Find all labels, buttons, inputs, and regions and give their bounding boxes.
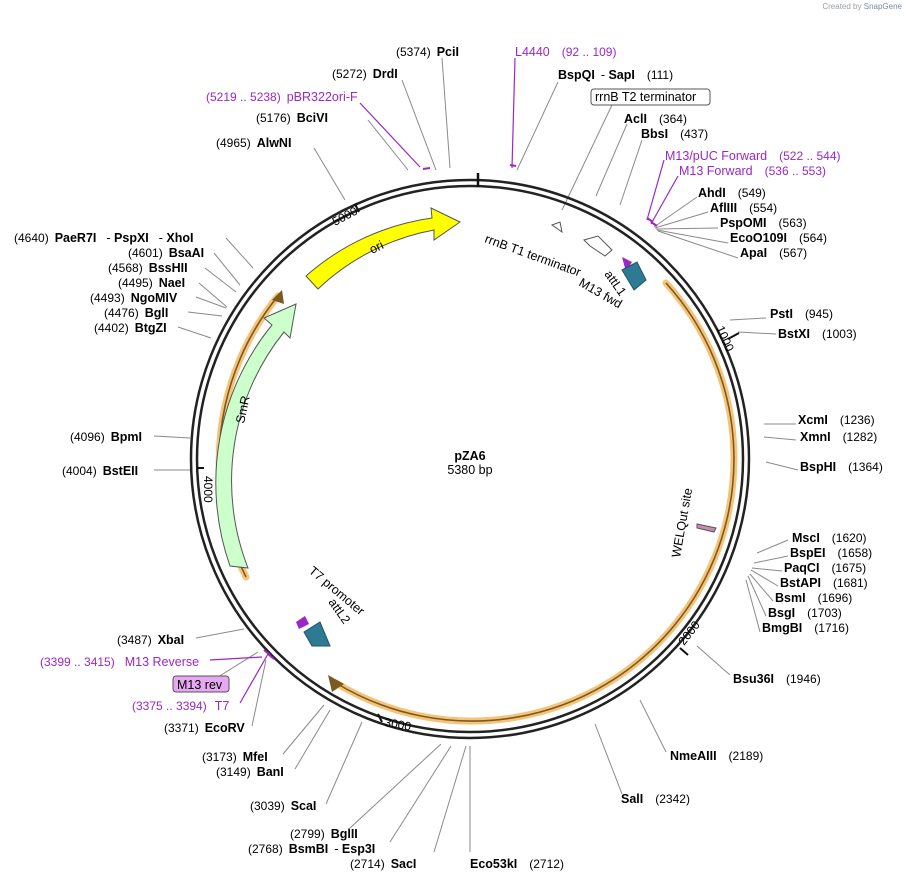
site-bsmbi-esp3i: (2768)BsmBI- Esp3I [248, 842, 375, 856]
site-xcmi: XcmI(1236) [798, 413, 875, 427]
rrnb-t1-label: rrnB T1 terminator [483, 232, 583, 280]
t7-promoter-mark [296, 616, 309, 629]
site-msci: MscI(1620) [792, 531, 866, 545]
site-bbsi: BbsI(437) [641, 127, 708, 141]
site-nmeaiii: NmeAIII(2189) [670, 749, 763, 763]
backbone-outer [189, 178, 751, 740]
m13-rev-label: M13 rev [177, 678, 223, 692]
site-bsaai: (4601)BsaAI [128, 246, 204, 260]
site-mfei: (3173)MfeI [202, 750, 268, 764]
site-eco53ki: Eco53kI(2712) [470, 857, 564, 871]
site-bsu36i: Bsu36I(1946) [733, 672, 821, 686]
attl1-feature [621, 261, 647, 291]
site-ahdi: AhdI(549) [698, 186, 766, 200]
orf-arrowhead-right [328, 675, 344, 692]
site-bsphi: BspHI(1364) [800, 460, 883, 474]
connector-lines [153, 57, 799, 853]
primer-l4440: L4440(92 .. 109) [515, 45, 616, 59]
site-bgli: (4476)BglI [104, 306, 168, 320]
primer-m13-forward: M13 Forward(536 .. 553) [679, 164, 826, 178]
site-naei: (4495)NaeI [118, 276, 185, 290]
site-psti: PstI(945) [770, 307, 833, 321]
site-paer7i-pspxi-xhoi: (4640)PaeR7I- PspXI- XhoI [14, 231, 194, 245]
primer-m13-reverse: (3399 .. 3415)M13 Reverse [40, 655, 199, 669]
site-ecoo109i: EcoO109I(564) [730, 231, 827, 245]
ori-label: ori [367, 238, 386, 257]
site-ngomiv: (4493)NgoMIV [90, 291, 178, 305]
primer-markers [263, 164, 658, 660]
site-bsmi: BsmI(1696) [775, 591, 852, 605]
orf-line-right [335, 282, 735, 722]
site-bstapi: BstAPI(1681) [780, 576, 868, 590]
attl2-feature [303, 621, 331, 647]
plasmid-name: pZA6 [454, 449, 485, 463]
welqut-label: WELQut site [669, 487, 695, 559]
backbone-inner [195, 184, 745, 734]
site-xbai: (3487)XbaI [117, 633, 184, 647]
site-bmgbi: BmgBI(1716) [762, 621, 849, 635]
site-bani: (3149)BanI [216, 765, 284, 779]
smr-label: SmR [233, 395, 252, 425]
site-btgzi: (4402)BtgZI [94, 321, 167, 335]
site-saci: (2714)SacI [350, 857, 416, 871]
site-bspei: BspEI(1658) [790, 546, 872, 560]
site-pcii: (5374)PciI [396, 45, 459, 59]
orf-band-right [332, 279, 738, 725]
site-ecorv: (3371)EcoRV [164, 721, 245, 735]
site-bstxi: BstXI(1003) [778, 327, 857, 341]
tick-label-3000: 3000 [383, 715, 412, 733]
smr-feature [215, 303, 297, 569]
orf-arrowhead-left [272, 290, 284, 304]
primer-pbr322ori-f: (5219 .. 5238)pBR322ori-F [206, 90, 358, 104]
rrnb-t2-arrow [550, 221, 563, 234]
rrnb-t1-arrow [583, 235, 613, 257]
m13-fwd-primer-mark [622, 257, 632, 272]
site-sali: SalI(2342) [621, 792, 690, 806]
site-bsgi: BsgI(1703) [768, 606, 842, 620]
m13-rev-box [172, 675, 230, 693]
site-bsshii: (4568)BssHII [108, 261, 188, 275]
tick-label-4000: 4000 [201, 476, 215, 503]
site-afliii: AflIII(554) [710, 201, 777, 215]
site-alwni: (4965)AlwNI [216, 136, 291, 150]
site-xmni: XmnI(1282) [800, 430, 877, 444]
site-bspqi-sapi: BspQI- SapI(111) [558, 68, 673, 82]
site-bpmi: (4096)BpmI [70, 430, 142, 444]
primer-t7: (3375 .. 3394)T7 [132, 699, 229, 713]
site-pspomi: PspOMI(563) [720, 216, 807, 230]
primer-m13-puc-forward: M13/pUC Forward(522 .. 544) [665, 149, 841, 163]
rrnb-t2-box [590, 88, 711, 106]
site-drdi: (5272)DrdI [332, 67, 398, 81]
welqut-site-mark [696, 523, 717, 533]
site-apai: ApaI(567) [740, 246, 807, 260]
site-bsteii: (4004)BstEII [62, 464, 138, 478]
site-acii: AclI(364) [624, 112, 687, 126]
snapgene-logo-text: SnapGene [863, 2, 902, 11]
site-paqci: PaqCI(1675) [784, 561, 866, 575]
site-bcivi: (5176)BciVI [256, 111, 328, 125]
snapgene-credit: Created by SnapGene [822, 2, 902, 11]
tick-label-1000: 1000 [713, 324, 737, 354]
rrnb-t2-label: rrnB T2 terminator [595, 90, 696, 104]
ori-feature [305, 207, 461, 290]
site-bglii: (2799)BglII [290, 827, 358, 841]
plasmid-size: 5380 bp [447, 463, 492, 477]
site-scai: (3039)ScaI [250, 799, 316, 813]
